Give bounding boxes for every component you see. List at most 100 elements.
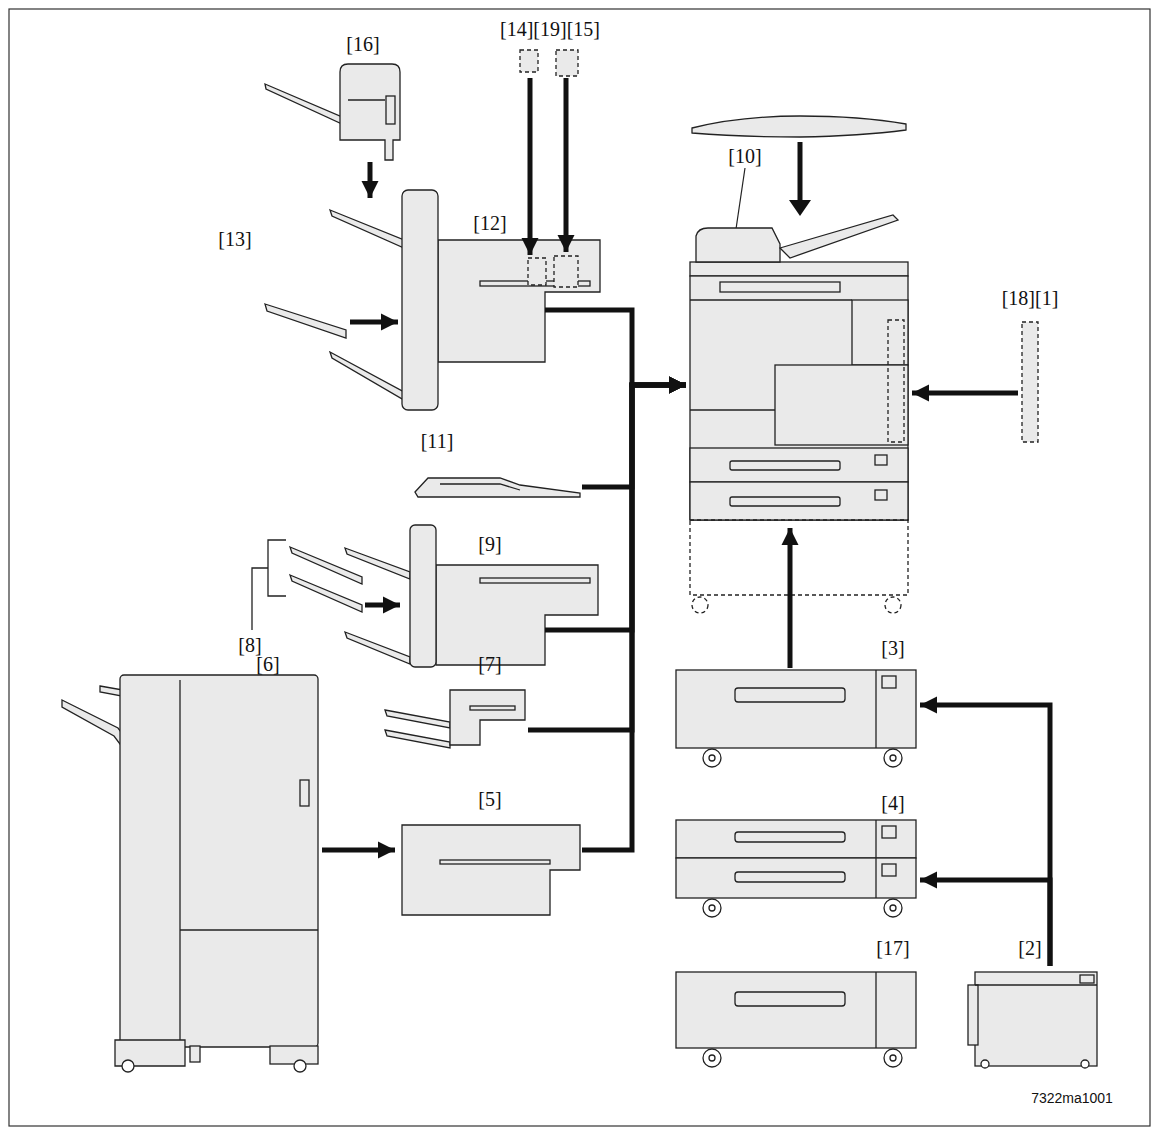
illustration-group	[345, 525, 598, 667]
connector-arrow	[582, 385, 686, 487]
callout-number: [12]	[473, 212, 506, 234]
component-unit: [13]	[262, 300, 347, 340]
illustration-shape	[709, 755, 715, 761]
illustration-shape	[300, 780, 309, 806]
callout-number: [16]	[346, 33, 379, 55]
illustration-group	[676, 820, 916, 917]
callout-number: [7]	[478, 653, 501, 675]
illustration-group	[415, 478, 580, 497]
illustration-shape	[440, 484, 520, 490]
illustration-shape	[692, 597, 708, 613]
illustration-shape	[975, 972, 1097, 1066]
unit-illustration	[262, 300, 347, 340]
illustration-shape	[884, 899, 902, 917]
illustration-shape	[852, 300, 908, 365]
illustration-group	[1022, 322, 1038, 442]
illustration-shape	[875, 820, 876, 898]
illustration-shape	[875, 455, 887, 465]
illustration-shape	[348, 99, 385, 100]
illustration-shape	[556, 50, 578, 76]
illustration-shape	[290, 575, 362, 612]
illustration-shape	[981, 1060, 989, 1068]
illustration-shape	[528, 258, 546, 285]
cover-arrow-head	[789, 200, 811, 216]
callout-number: [11]	[421, 430, 454, 452]
illustration-shape	[884, 1049, 902, 1067]
illustration-shape	[330, 352, 404, 400]
illustration-shape	[888, 320, 904, 442]
callout-number: [2]	[1018, 937, 1041, 959]
unit-illustration	[285, 540, 365, 610]
callout-number: [10]	[728, 145, 761, 167]
illustration-shape	[890, 755, 896, 761]
illustration-shape	[890, 905, 896, 911]
illustration-shape	[690, 448, 908, 482]
unit-illustration	[400, 823, 582, 918]
illustration-group	[968, 972, 1097, 1068]
illustration-shape	[480, 578, 590, 583]
illustration-group	[690, 215, 908, 613]
illustration-group	[676, 670, 916, 767]
illustration-shape	[882, 826, 896, 838]
illustration-shape	[676, 820, 916, 858]
illustration-group	[520, 50, 578, 76]
illustration-shape	[265, 84, 342, 124]
connector-arrow	[368, 162, 373, 198]
unit-illustration	[412, 468, 582, 500]
connector-arrow	[564, 78, 569, 252]
illustration-shape	[270, 1046, 318, 1064]
illustration-shape	[875, 670, 876, 748]
illustration-shape	[703, 749, 721, 767]
illustration-shape	[875, 972, 876, 1048]
illustration-shape	[696, 228, 780, 262]
unit-illustration	[688, 196, 910, 521]
illustration-shape	[410, 525, 436, 667]
component-unit: [14][19][15]	[518, 50, 580, 78]
illustration-shape	[1022, 322, 1038, 442]
illustration-shape	[730, 497, 840, 506]
illustration-shape	[709, 1055, 715, 1061]
cover-arrow-shaft	[798, 142, 803, 202]
illustration-shape	[709, 905, 715, 911]
illustration-shape	[436, 565, 598, 665]
illustration-shape	[676, 670, 916, 748]
illustration-shape	[703, 1049, 721, 1067]
illustration-shape	[884, 749, 902, 767]
callout-number: [14][19][15]	[500, 18, 600, 40]
illustration-shape	[690, 409, 775, 410]
unit-illustration	[676, 820, 916, 918]
illustration-group	[402, 825, 580, 915]
connector-arrow	[582, 385, 686, 850]
connector-arrow	[322, 848, 395, 853]
illustration-shape	[720, 282, 840, 292]
callout-number: [18][1]	[1002, 287, 1059, 309]
illustration-shape	[520, 50, 538, 72]
illustration-shape	[265, 304, 346, 338]
illustration-shape	[690, 262, 908, 276]
unit-illustration	[408, 525, 600, 667]
unit-illustration	[676, 670, 916, 765]
illustration-shape	[179, 680, 180, 1045]
connector-arrow	[920, 705, 1050, 966]
illustration-shape	[120, 675, 318, 1047]
connector-arrow	[528, 78, 533, 255]
illustration-shape	[345, 632, 410, 664]
illustration-shape	[885, 597, 901, 613]
component-unit: [2]	[968, 968, 1100, 1068]
component-unit: [3]	[676, 670, 916, 765]
illustration-shape	[386, 96, 395, 124]
illustration-shape	[690, 299, 852, 300]
illustration-shape	[730, 461, 840, 470]
component-unit: [11]	[412, 468, 582, 500]
illustration-shape	[780, 215, 898, 258]
frame	[9, 9, 1150, 1126]
illustration-shape	[975, 984, 1097, 985]
illustration-shape	[554, 256, 578, 287]
illustration-shape	[180, 929, 318, 930]
illustration-shape	[968, 985, 978, 1045]
illustration-shape	[385, 710, 450, 728]
illustration-shape	[330, 210, 404, 248]
illustration-shape	[735, 992, 845, 1006]
callout-number: [3]	[881, 637, 904, 659]
